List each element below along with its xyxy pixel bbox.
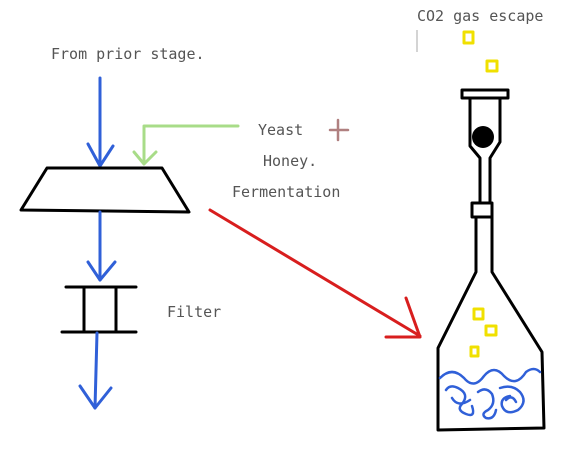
airlock-ball-icon: [472, 126, 494, 148]
airlock: [460, 88, 510, 219]
fermentation-label: Fermentation: [232, 183, 341, 201]
from-prior-stage-label: From prior stage.: [51, 45, 205, 63]
co2-escape-label: CO2 gas escape: [417, 7, 544, 25]
filter-label: Filter: [167, 303, 222, 321]
input-flow-arrow: [86, 76, 115, 168]
output-flow-arrow: [78, 331, 113, 410]
bubble: [469, 345, 480, 358]
honey-label: Honey.: [263, 152, 318, 170]
vessel-to-filter-arrow: [86, 210, 117, 282]
fermentation-flask: [436, 215, 546, 432]
ingredient-arrow: [132, 124, 240, 166]
bubble: [484, 324, 498, 337]
bubble: [485, 59, 499, 73]
plus-icon: [328, 118, 350, 142]
filter-symbol: [60, 285, 138, 334]
co2-bubbles: [462, 30, 499, 358]
transfer-arrow: [208, 208, 422, 339]
fermentation-vessel: [19, 166, 191, 214]
yeast-label: Yeast: [258, 121, 304, 139]
bubble: [462, 30, 475, 45]
bubble: [472, 307, 485, 321]
flask-liquid: [438, 367, 542, 420]
